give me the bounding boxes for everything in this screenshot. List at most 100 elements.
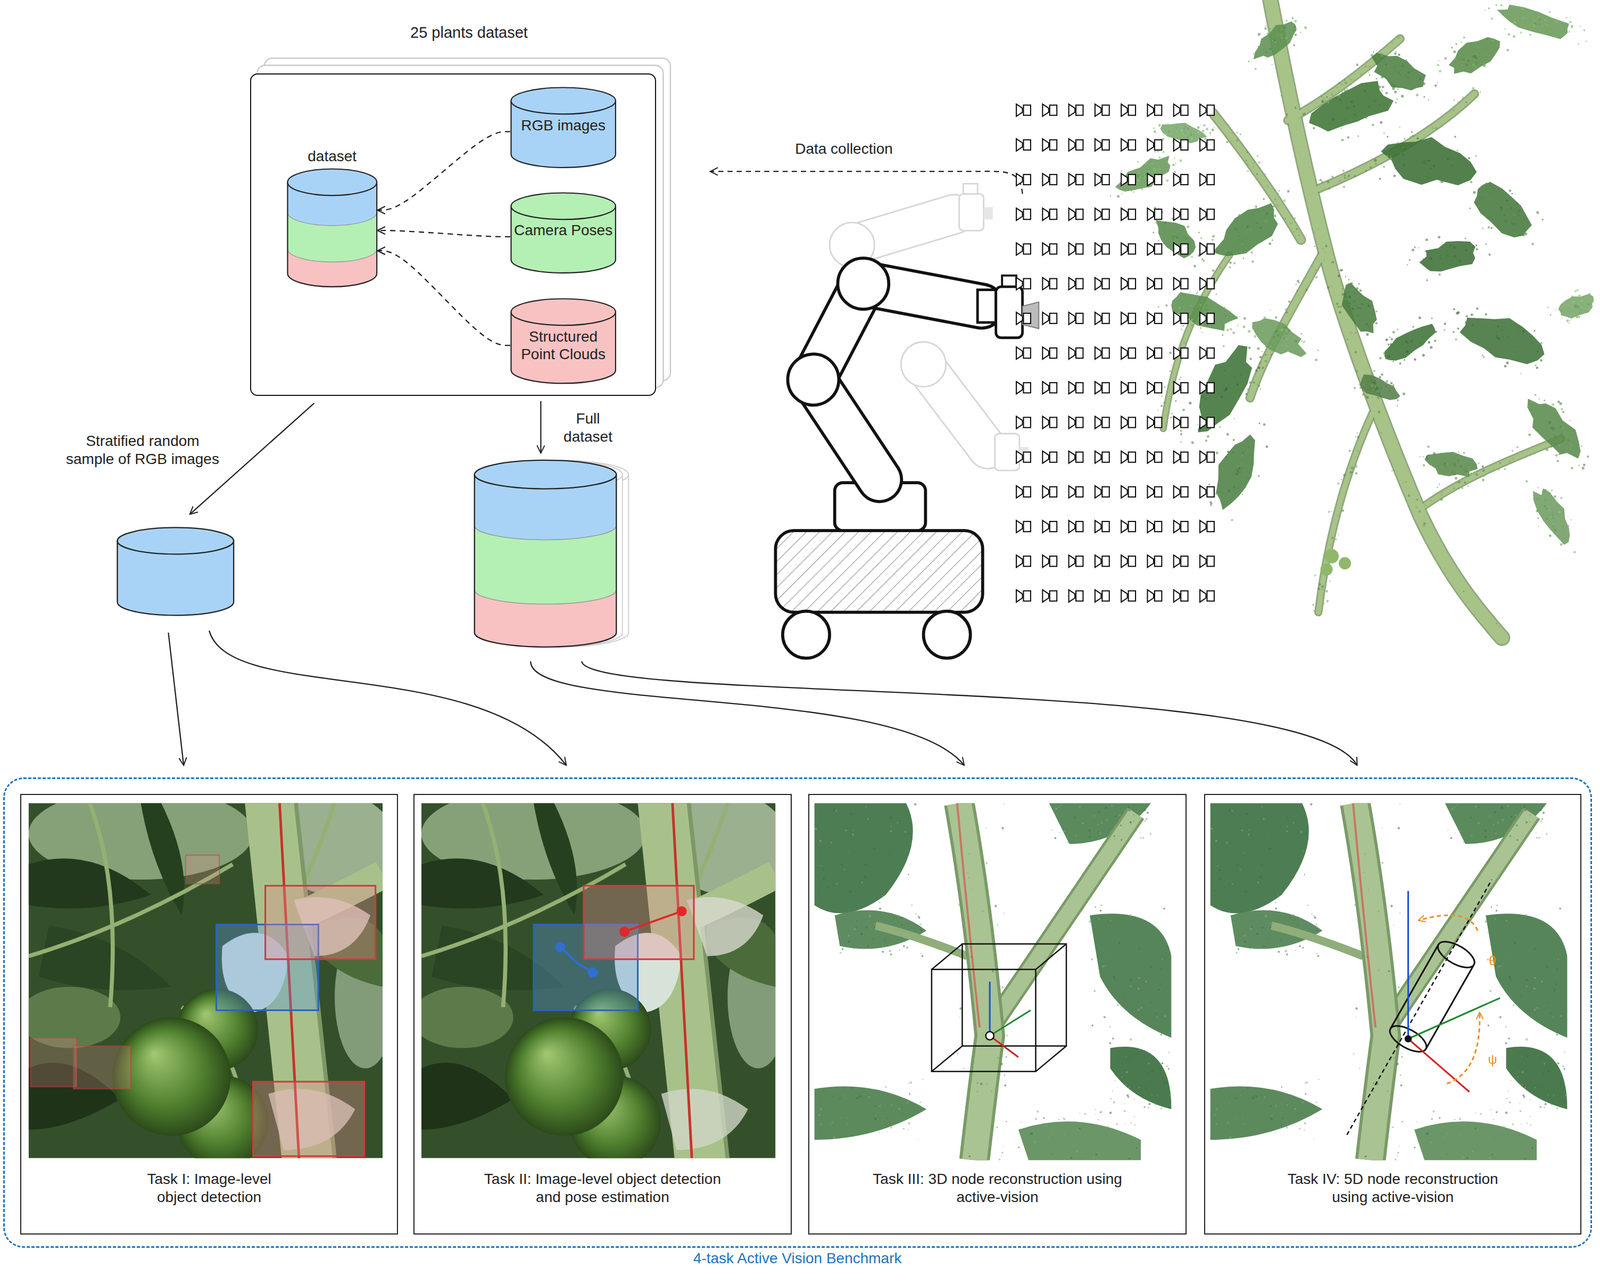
camera-pose-grid (1121, 381, 1128, 394)
plant-point-cloud (1109, 0, 1600, 638)
plant-point-cloud (1572, 311, 1574, 313)
plant-point-cloud (1277, 193, 1279, 195)
plant-point-cloud (1485, 312, 1488, 315)
plant-point-cloud (1357, 104, 1359, 106)
plant-point-cloud (1557, 512, 1560, 515)
plant-point-cloud (1365, 117, 1367, 119)
plant-point-cloud (1305, 288, 1308, 292)
camera-pose-grid (1095, 277, 1110, 290)
camera-pose-grid (1173, 589, 1189, 602)
plant-point-cloud (1190, 131, 1192, 134)
plant-point-cloud (1466, 460, 1469, 462)
plant-point-cloud (1535, 366, 1539, 370)
plant-point-cloud (1190, 243, 1193, 246)
plant-point-cloud (1348, 295, 1351, 299)
plant-point-cloud (1427, 98, 1430, 101)
camera-pose-grid (1095, 485, 1110, 499)
plant-point-cloud (1344, 119, 1346, 121)
plant-point-cloud (1360, 73, 1362, 75)
plant-point-cloud (1362, 393, 1365, 396)
plant-point-cloud (1530, 401, 1532, 403)
node-cylinder (1390, 944, 1474, 1049)
plant-point-cloud (1457, 252, 1459, 254)
plant-point-cloud (1391, 349, 1395, 353)
plant-point-cloud (1578, 43, 1580, 45)
plant-point-cloud (1423, 96, 1425, 98)
plant-point-cloud (1519, 234, 1522, 237)
camera-pose-grid (1049, 521, 1057, 532)
node-cube (985, 1031, 994, 1040)
plant-point-cloud (1380, 432, 1382, 434)
camera-pose-grid (1173, 520, 1181, 533)
plant-point-cloud (1238, 467, 1241, 470)
camera-pose-grid (1121, 554, 1136, 568)
plant-point-cloud (1265, 49, 1267, 52)
plant-point-cloud (1419, 509, 1422, 512)
plant-point-cloud (1381, 85, 1384, 88)
camera-pose-grid (1023, 209, 1031, 220)
plant-point-cloud (1116, 194, 1120, 198)
plant-point-cloud (1171, 364, 1173, 366)
plant-point-cloud (1224, 455, 1228, 459)
camera-pose-grid (1199, 277, 1207, 290)
plant-point-cloud (1407, 71, 1411, 74)
plant-point-cloud (1515, 202, 1519, 205)
camera-pose-grid (1068, 277, 1084, 290)
camera-pose-grid (1121, 242, 1128, 255)
plant-point-cloud (1555, 425, 1558, 427)
camera-pose-grid (1101, 382, 1109, 393)
node-cube (1035, 1046, 1067, 1072)
plant-point-cloud (1516, 445, 1519, 449)
camera-pose-grid (1068, 381, 1084, 394)
plant-point-cloud (1530, 409, 1532, 411)
plant-point-cloud (1560, 432, 1563, 435)
plant-point-cloud (1165, 179, 1169, 182)
plant-point-cloud (1259, 226, 1262, 229)
plant-point-cloud (1456, 150, 1459, 152)
plant-point-cloud (1559, 426, 1562, 429)
plant-point-cloud (1387, 355, 1391, 359)
plant-point-cloud (1338, 533, 1340, 536)
plant-point-cloud (1274, 198, 1276, 201)
plant-point-cloud (1264, 173, 1267, 176)
plant-point-cloud (1560, 309, 1563, 312)
plant-point-cloud (1534, 393, 1537, 396)
plant-point-cloud (1497, 325, 1499, 328)
plant-point-cloud (1568, 322, 1570, 325)
plant-point-cloud (1216, 434, 1256, 511)
plant-point-cloud (1285, 218, 1287, 220)
plant-point-cloud (1292, 44, 1296, 47)
plant-point-cloud (1257, 474, 1260, 477)
plant-point-cloud (1476, 247, 1479, 251)
plant-point-cloud (1548, 420, 1552, 424)
plant-point-cloud (1230, 389, 1232, 392)
plant-point-cloud (1581, 466, 1585, 470)
plant-point-cloud (1275, 336, 1278, 338)
plant-point-cloud (1395, 101, 1397, 104)
plant-point-cloud (1153, 127, 1155, 129)
plant-point-cloud (1213, 126, 1215, 128)
plant-point-cloud (1233, 261, 1237, 265)
camera-pose-grid (1206, 417, 1214, 428)
plant-point-cloud (1342, 124, 1345, 127)
plant-point-cloud (1453, 64, 1455, 66)
plant-point-cloud (1491, 39, 1495, 43)
plant-point-cloud (1233, 376, 1236, 379)
plant-point-cloud (1504, 28, 1506, 30)
plant-point-cloud (1485, 243, 1487, 246)
plant-point-cloud (1578, 316, 1581, 319)
plant-point-cloud (1318, 413, 1373, 613)
node-cylinder (1418, 915, 1478, 931)
arrow-label: Data collection (794, 139, 893, 159)
plant-point-cloud (1555, 453, 1558, 457)
plant-point-cloud (1376, 390, 1380, 393)
camera-pose-grid (1095, 138, 1102, 152)
plant-point-cloud (1511, 222, 1513, 225)
plant-point-cloud (1545, 448, 1549, 452)
plant-point-cloud (1368, 71, 1370, 73)
camera-pose-grid (1042, 104, 1049, 117)
camera-pose-grid (1016, 554, 1031, 568)
cylinder-outline (510, 298, 616, 326)
camera-pose-grid (1206, 347, 1214, 359)
plant-point-cloud (1254, 68, 1257, 70)
